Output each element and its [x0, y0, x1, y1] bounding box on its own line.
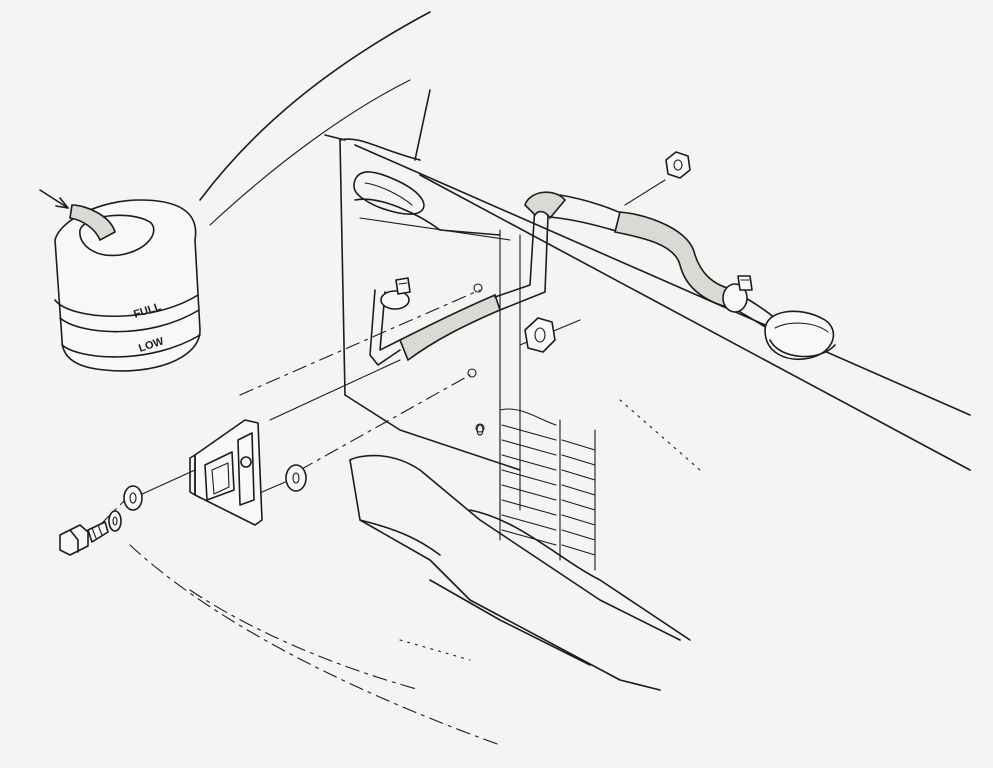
reservoir-cap: [69, 204, 155, 257]
hood-edge-curves: [199, 11, 431, 226]
hose-clamp-right: [722, 275, 753, 313]
hex-nut-lower: [524, 317, 556, 353]
lock-washer: [108, 510, 122, 532]
flat-washer-left: [123, 485, 143, 511]
radiator-filler-cap: [764, 310, 836, 360]
flat-washer-right: [285, 464, 307, 492]
alignment-lines: [99, 179, 666, 526]
fender-apron-panel: [339, 89, 521, 471]
lower-body-curves: [129, 399, 701, 746]
radiator-support-panel: [349, 144, 971, 691]
overflow-tube-arrow-icon: [39, 189, 69, 209]
hose-clamp-left: [380, 277, 411, 310]
mounting-bolt: [59, 521, 109, 556]
mounting-hole: [476, 424, 484, 436]
grille-slats: [499, 399, 596, 571]
mounting-bracket: [189, 419, 263, 526]
overflow-hose-assembly: [369, 191, 776, 366]
hex-nut-upper: [665, 151, 691, 179]
